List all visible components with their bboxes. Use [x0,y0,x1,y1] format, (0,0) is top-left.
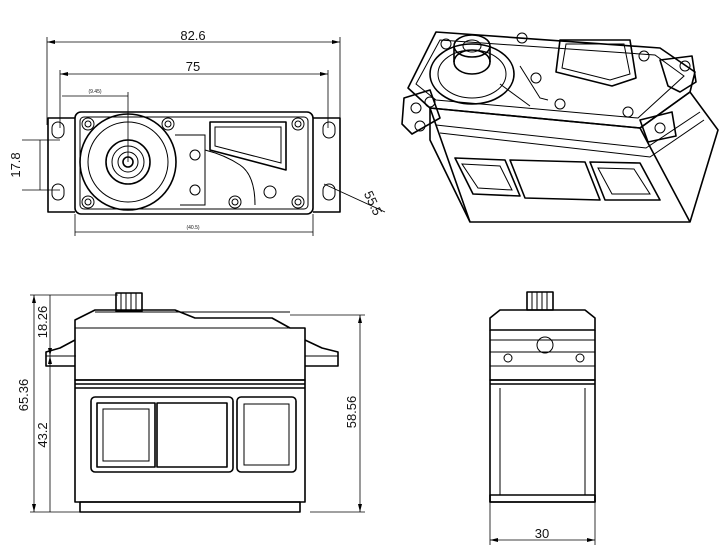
dim-height-to-tab: 58.56 [344,396,359,429]
dim-hole-spacing: 75 [186,59,200,74]
dim-slot-width: 17.8 [8,152,23,177]
isometric-view [401,31,719,223]
label-plate [209,121,287,171]
output-spline [79,113,177,211]
iso-output-spline [429,34,515,105]
dim-body-width: 30 [535,526,549,541]
side-view: 30 [489,291,596,545]
dim-total-height: 65.36 [16,379,31,412]
front-view: 65.36 18.26 43.2 58.56 [16,292,365,513]
dim-lower-body: 43.2 [35,422,50,447]
dim-spline-height: 18.26 [35,306,50,339]
dim-spline-offset: (9.45) [88,89,101,95]
dim-tab-callout: 55.5 [361,188,385,217]
dim-overall-length: 82.6 [180,28,205,43]
dim-body-length: (40.5) [186,225,199,231]
top-view: 82.6 75 (9.45) 17.8 55.5 (40.5) [8,28,385,236]
